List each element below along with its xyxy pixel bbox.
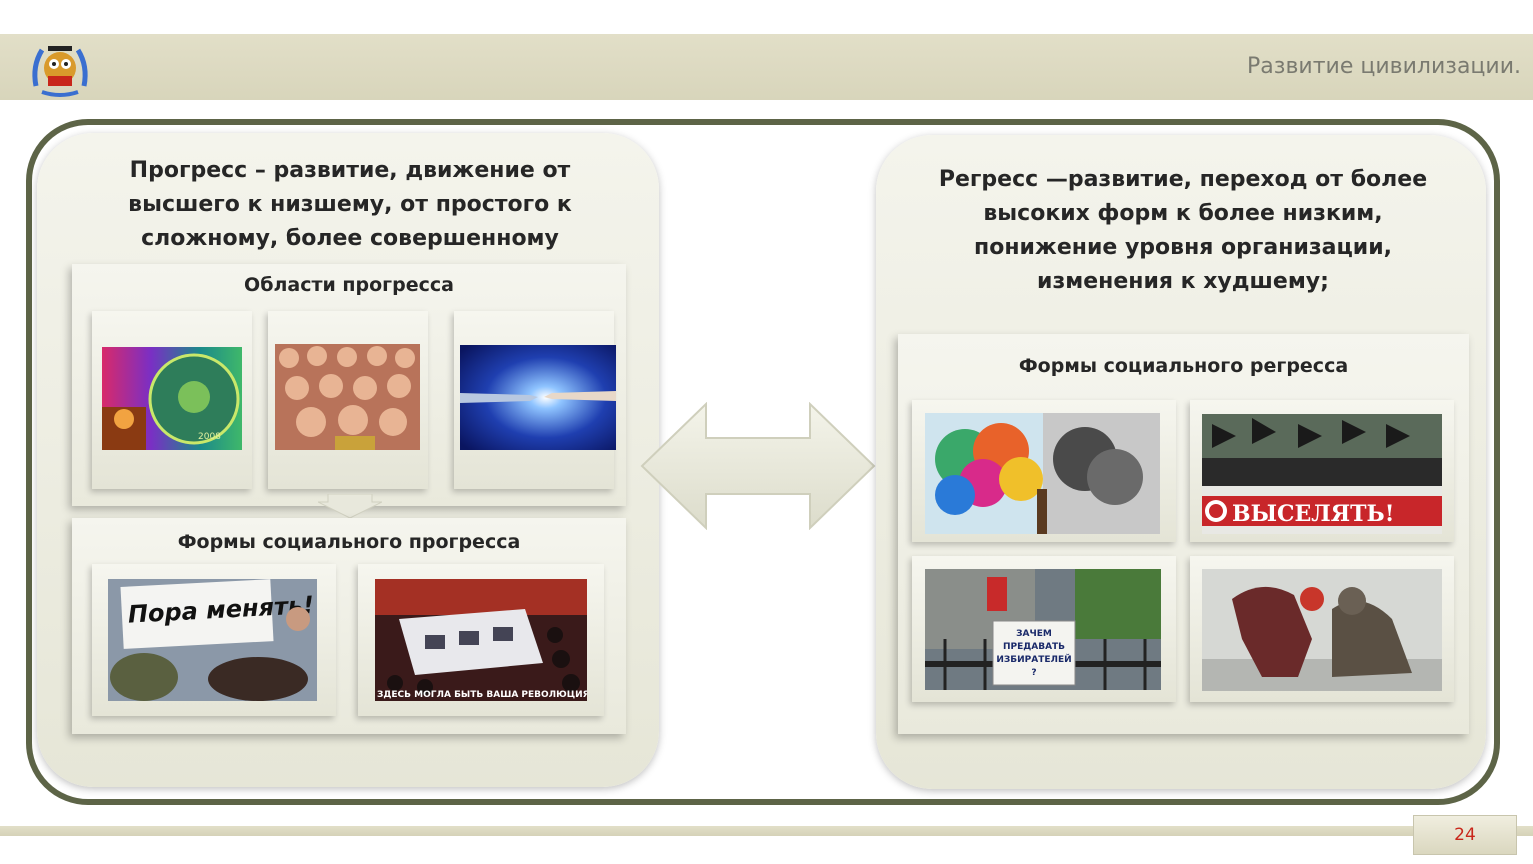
sign-text-line: ЗАЧЕМ bbox=[1016, 629, 1052, 639]
economy-coin-photo: 2008 bbox=[102, 347, 242, 450]
protest-sign-photo: Пора менять! bbox=[108, 579, 317, 701]
definition-line: понижение уровня организации, bbox=[974, 235, 1392, 260]
down-arrow-icon bbox=[317, 493, 383, 519]
regress-forms-title: Формы социального регресса bbox=[1018, 355, 1349, 377]
revolution-caption: ЗДЕСЬ МОГЛА БЫТЬ ВАША РЕВОЛЮЦИЯ! bbox=[377, 690, 587, 700]
robot-hand-photo bbox=[460, 345, 616, 450]
footer-band bbox=[0, 826, 1533, 836]
fence-sign-photo: ЗАЧЕМ ПРЕДАВАТЬ ИЗБИРАТЕЛЕЙ ? bbox=[925, 569, 1161, 690]
double-arrow-icon bbox=[640, 401, 876, 531]
definition-line: сложному, более совершенному bbox=[141, 226, 559, 251]
tree-color-grey-photo bbox=[925, 413, 1160, 534]
regress-definition: Регресс —развитие, переход от более высо… bbox=[902, 163, 1464, 299]
sign-text-line: ПРЕДАВАТЬ bbox=[1003, 642, 1065, 652]
progress-forms-title: Формы социального прогресса bbox=[177, 531, 521, 553]
coin-year-label: 2008 bbox=[198, 432, 221, 442]
definition-line: Регресс —развитие, переход от более bbox=[938, 167, 1428, 192]
header-band bbox=[0, 34, 1533, 100]
people-crowd-photo bbox=[275, 344, 420, 450]
banner-text: ВЫСЕЛЯТЬ! bbox=[1232, 501, 1394, 527]
sign-text-line: ? bbox=[1031, 668, 1036, 678]
owl-logo-icon bbox=[28, 36, 92, 100]
definition-line: Прогресс – развитие, движение от bbox=[129, 158, 571, 183]
page-number: 24 bbox=[1413, 815, 1517, 855]
definition-line: изменения к худшему; bbox=[1037, 269, 1329, 294]
banner-protest-photo: ВЫСЕЛЯТЬ! bbox=[1202, 414, 1442, 534]
revolution-photo: ЗДЕСЬ МОГЛА БЫТЬ ВАША РЕВОЛЮЦИЯ! bbox=[375, 579, 587, 701]
statue-photo bbox=[1202, 569, 1442, 691]
slide-title: Развитие цивилизации. bbox=[1247, 54, 1521, 79]
progress-areas-title: Области прогресса bbox=[244, 274, 454, 296]
definition-line: высоких форм к более низким, bbox=[983, 201, 1383, 226]
progress-definition: Прогресс – развитие, движение от высшего… bbox=[70, 154, 630, 256]
sign-text-line: ИЗБИРАТЕЛЕЙ bbox=[996, 653, 1071, 665]
definition-line: высшего к низшему, от простого к bbox=[128, 192, 572, 217]
